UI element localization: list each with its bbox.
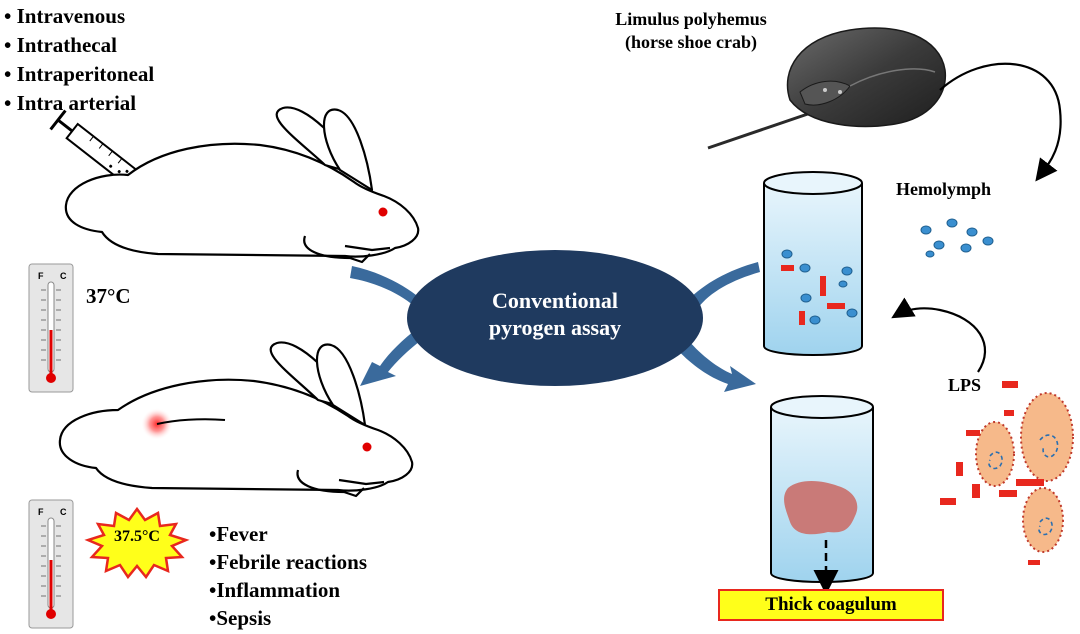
arrow-lps-to-tube <box>891 297 987 373</box>
temperature-normal-label: 37°C <box>86 284 131 308</box>
lps-label: LPS <box>948 375 982 395</box>
crab-name-line: (horse shoe crab) <box>625 32 757 52</box>
route-item: • Intra arterial <box>4 91 137 115</box>
center-label-line: pyrogen assay <box>488 315 622 340</box>
center-ellipse <box>407 250 703 386</box>
svg-text:C: C <box>60 271 67 281</box>
rabbit-top-eye <box>378 207 388 217</box>
effect-item: •Febrile reactions <box>209 550 368 574</box>
temperature-fever-label: 37.5°C <box>114 528 160 545</box>
svg-text:C: C <box>60 507 67 517</box>
arrow-in-left <box>350 266 420 306</box>
effect-item: •Sepsis <box>209 606 272 630</box>
horseshoe-crab-icon <box>707 27 947 150</box>
route-item: • Intrathecal <box>4 33 117 57</box>
route-item: • Intravenous <box>4 4 126 28</box>
arrow-crab-to-hemolymph <box>939 62 1062 182</box>
rabbit-bottom-icon <box>58 341 414 498</box>
svg-text:F: F <box>38 271 44 281</box>
arrow-out-right <box>676 340 756 392</box>
hemolymph-cells <box>920 218 994 258</box>
thermometer-normal-icon: F C <box>28 263 74 393</box>
center-label: Conventional pyrogen assay <box>430 287 680 341</box>
svg-text:F: F <box>38 507 44 517</box>
effect-item: •Fever <box>209 522 268 546</box>
tube-hemolymph-lps <box>763 171 863 356</box>
coagulum-label: Thick coagulum <box>718 589 944 621</box>
arrow-in-right <box>688 262 760 308</box>
center-label-line: Conventional <box>492 288 618 313</box>
bacteria-icon <box>940 381 1074 565</box>
effect-item: •Inflammation <box>209 578 341 602</box>
rabbit-top-icon <box>64 106 420 264</box>
administration-routes-list: • Intravenous • Intrathecal • Intraperit… <box>4 2 154 118</box>
crab-name-label: Limulus polyhemus (horse shoe crab) <box>556 8 826 54</box>
thermometer-fever-icon: F C <box>28 499 74 629</box>
rabbit-bottom-eye <box>362 442 372 452</box>
tube-coagulum <box>770 395 874 595</box>
route-item: • Intraperitoneal <box>4 62 155 86</box>
crab-name-line: Limulus polyhemus <box>615 9 767 29</box>
arrow-out-left <box>360 328 424 386</box>
fever-burst-icon <box>84 506 190 580</box>
coagulum-clot <box>784 481 858 535</box>
hemolymph-label: Hemolymph <box>896 179 992 199</box>
effects-list: •Fever •Febrile reactions •Inflammation … <box>209 520 367 632</box>
